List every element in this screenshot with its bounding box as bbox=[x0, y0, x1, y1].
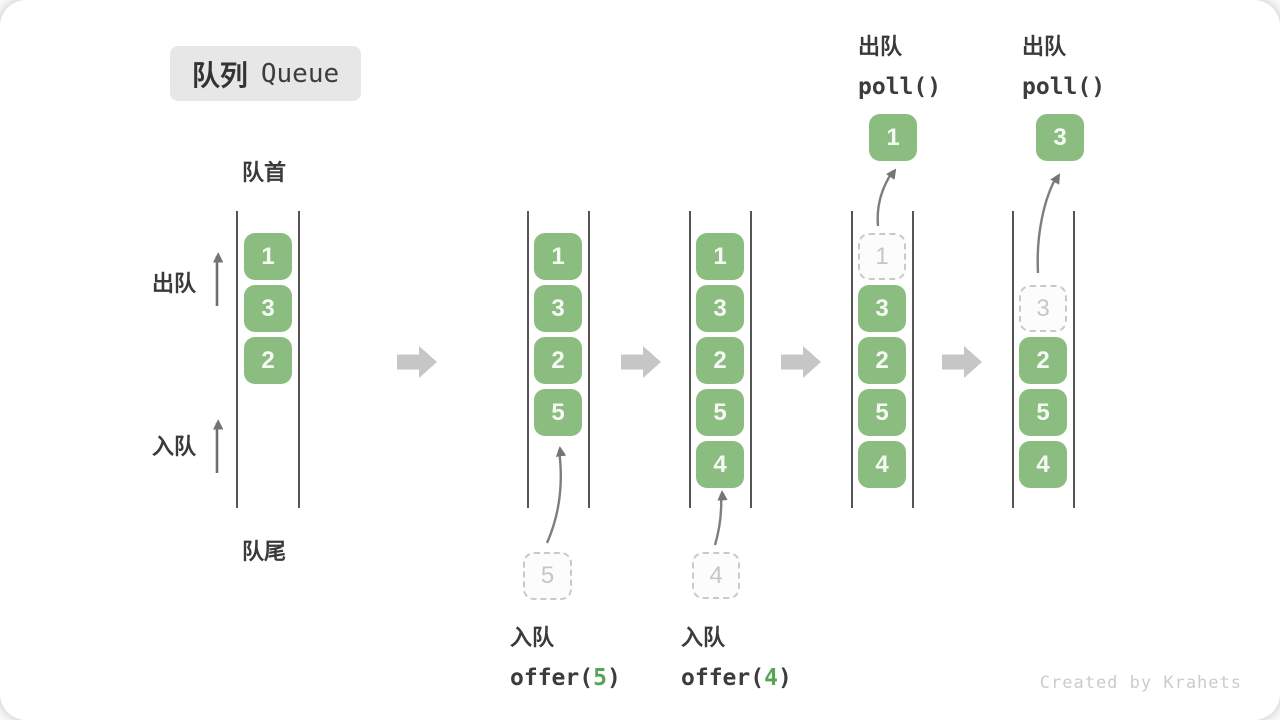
queue-block: 4 bbox=[1019, 441, 1067, 488]
queue-block: 5 bbox=[534, 389, 582, 436]
title-badge: 队列 Queue bbox=[170, 46, 361, 101]
queue-rail-left bbox=[689, 211, 691, 508]
flow-arrow-icon bbox=[397, 346, 437, 378]
title-en: Queue bbox=[260, 58, 340, 89]
label-queue-rear: 队尾 bbox=[241, 539, 286, 564]
operation-code: offer(4) bbox=[681, 665, 792, 691]
operation-code: poll() bbox=[1022, 74, 1106, 100]
queue-rail-right bbox=[1073, 211, 1075, 508]
flow-arrow-icon bbox=[781, 346, 821, 378]
poll1-transfer-arrow-icon bbox=[876, 171, 893, 227]
queue-block: 3 bbox=[858, 285, 906, 332]
queue-block: 4 bbox=[696, 441, 744, 488]
operation-poll-1: 出队 poll() bbox=[858, 29, 941, 100]
queue-block: 1 bbox=[696, 233, 744, 280]
queue-rail-right bbox=[912, 211, 914, 508]
enqueue5-transfer-arrow-icon bbox=[545, 450, 561, 544]
queue-rail-right bbox=[298, 211, 300, 508]
operation-enqueue-5: 入队 offer(5) bbox=[510, 620, 621, 691]
pending-block: 5 bbox=[523, 552, 572, 600]
queue-block: 2 bbox=[244, 337, 292, 384]
popped-block: 1 bbox=[869, 114, 917, 161]
queue-rail-right bbox=[750, 211, 752, 508]
removed-slot-block: 1 bbox=[858, 233, 906, 280]
queue-block: 5 bbox=[696, 389, 744, 436]
operation-code: offer(5) bbox=[510, 665, 621, 691]
operation-enqueue-4: 入队 offer(4) bbox=[681, 620, 792, 691]
flow-arrow-icon bbox=[621, 346, 661, 378]
watermark: Created by Krahets bbox=[1039, 673, 1242, 693]
poll2-transfer-arrow-icon bbox=[1036, 176, 1057, 274]
queue-rail-left bbox=[1012, 211, 1014, 508]
queue-rail-left bbox=[236, 211, 238, 508]
queue-block: 1 bbox=[244, 233, 292, 280]
label-dequeue: 出队 bbox=[151, 271, 196, 296]
operation-title: 入队 bbox=[681, 625, 726, 650]
queue-block: 2 bbox=[858, 337, 906, 384]
queue-block: 5 bbox=[858, 389, 906, 436]
queue-block: 3 bbox=[534, 285, 582, 332]
popped-block: 3 bbox=[1036, 114, 1084, 161]
code-fn: offer( bbox=[681, 665, 765, 691]
operation-title: 出队 bbox=[858, 34, 903, 59]
code-arg: 4 bbox=[764, 665, 778, 691]
pending-block: 4 bbox=[692, 552, 740, 599]
queue-block: 2 bbox=[696, 337, 744, 384]
queue-block: 2 bbox=[534, 337, 582, 384]
operation-poll-2: 出队 poll() bbox=[1022, 29, 1105, 100]
title-zh: 队列 bbox=[191, 59, 248, 91]
queue-block: 4 bbox=[858, 441, 906, 488]
queue-rail-left bbox=[527, 211, 529, 508]
code-fn: offer( bbox=[510, 665, 594, 691]
code-close: ) bbox=[606, 665, 621, 691]
label-queue-front: 队首 bbox=[241, 160, 286, 185]
queue-block: 5 bbox=[1019, 389, 1067, 436]
label-enqueue: 入队 bbox=[151, 434, 196, 459]
queue-rail-left bbox=[851, 211, 853, 508]
queue-block: 3 bbox=[696, 285, 744, 332]
removed-slot-block: 3 bbox=[1019, 285, 1067, 332]
code-arg: 5 bbox=[593, 665, 607, 691]
queue-block: 1 bbox=[534, 233, 582, 280]
queue-rail-right bbox=[588, 211, 590, 508]
queue-block: 3 bbox=[244, 285, 292, 332]
code-close: ) bbox=[777, 665, 792, 691]
queue-block: 2 bbox=[1019, 337, 1067, 384]
operation-title: 出队 bbox=[1022, 34, 1067, 59]
operation-code: poll() bbox=[858, 74, 942, 100]
flow-arrow-icon bbox=[942, 346, 982, 378]
operation-title: 入队 bbox=[510, 625, 555, 650]
enqueue4-transfer-arrow-icon bbox=[713, 494, 721, 546]
